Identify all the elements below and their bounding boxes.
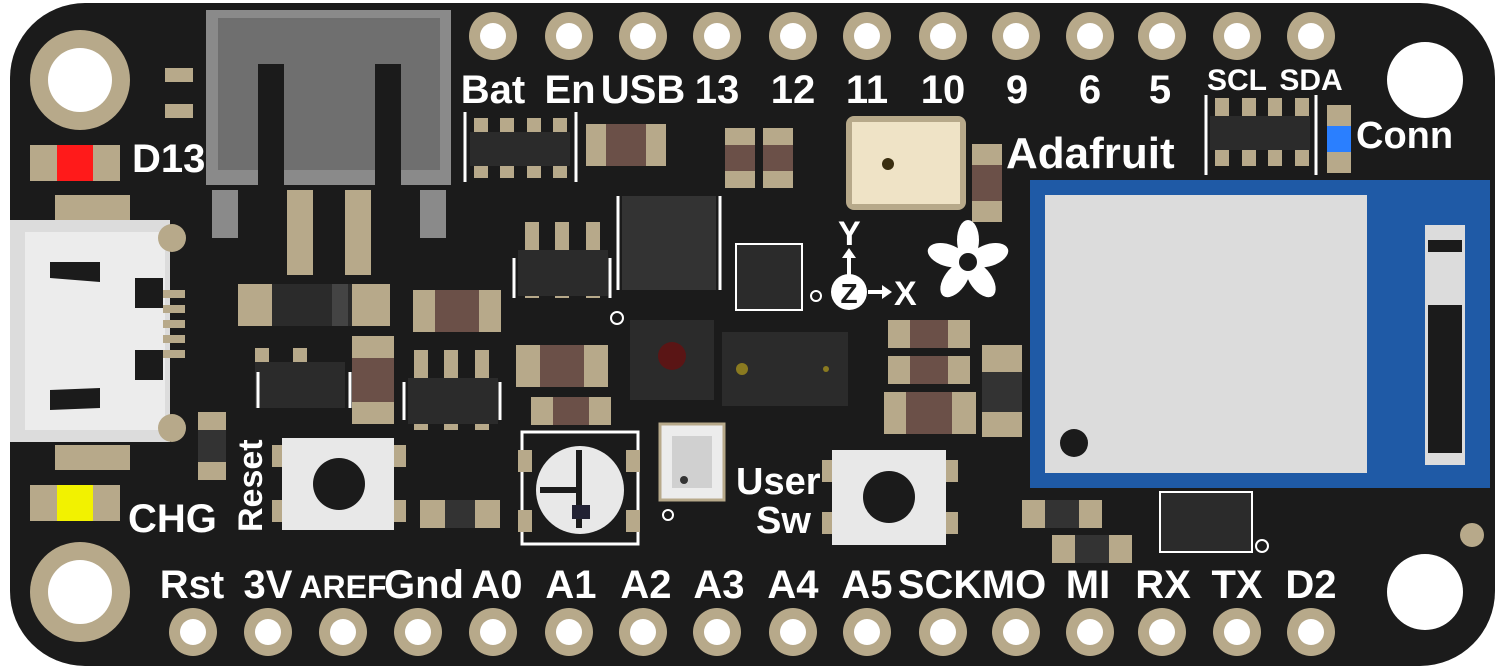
header-pad-bottom-1-hole <box>255 619 281 645</box>
header-pads-bottom <box>169 608 1335 656</box>
header-pad-bottom-6-hole <box>630 619 656 645</box>
axis-z-label: Z <box>840 278 857 309</box>
pin-label-10: 10 <box>921 68 966 112</box>
adafruit-flower-icon <box>927 220 1009 298</box>
header-pad-bottom-10-hole <box>930 619 956 645</box>
pin-label-rst: Rst <box>160 563 224 607</box>
header-pad-bottom-8-hole <box>780 619 806 645</box>
pin-label-sck: SCK <box>898 563 983 607</box>
pin-label-mi: MI <box>1066 563 1110 607</box>
header-pads-top <box>469 12 1335 60</box>
pin-label-d2: D2 <box>1285 563 1336 607</box>
axis-y-label: Y <box>838 215 861 253</box>
ic-chips <box>255 98 1310 553</box>
pin-label-aref: AREF <box>299 569 386 605</box>
label-conn: Conn <box>1356 115 1453 157</box>
axis-z-marker <box>831 274 867 310</box>
pin-label-5: 5 <box>1149 68 1171 112</box>
label-chg: CHG <box>128 497 217 541</box>
header-pad-top-7-hole <box>1003 23 1029 49</box>
header-pad-bottom-0-hole <box>180 619 206 645</box>
pin-label-en: En <box>544 68 595 112</box>
pin-label-a1: A1 <box>545 563 596 607</box>
pin-label-scl: SCL <box>1207 64 1267 97</box>
mounting-holes <box>30 30 1463 642</box>
header-pad-top-5-hole <box>854 23 880 49</box>
header-pad-top-0-hole <box>480 23 506 49</box>
reset-button[interactable] <box>272 438 406 530</box>
jst-battery-connector <box>206 10 451 275</box>
pin-label-bat: Bat <box>461 68 525 112</box>
label-user-sw-line1: User <box>736 461 821 503</box>
led-d13 <box>30 145 120 181</box>
axis-x-label: X <box>894 275 917 313</box>
mounting-hole <box>48 48 112 112</box>
pin-label-a5: A5 <box>841 563 892 607</box>
mounting-hole <box>1387 554 1463 630</box>
microphone-pad <box>846 116 966 210</box>
header-pad-top-11-hole <box>1298 23 1324 49</box>
pin-label-a2: A2 <box>620 563 671 607</box>
header-labels-top: Bat En USB 13 12 11 10 9 6 5 SCL SDA <box>461 64 1343 112</box>
header-pad-bottom-15-hole <box>1298 619 1324 645</box>
pin-label-gnd: Gnd <box>384 563 464 607</box>
header-pad-top-4-hole <box>780 23 806 49</box>
header-pad-bottom-12-hole <box>1077 619 1103 645</box>
light-sensor <box>518 430 640 546</box>
header-pad-top-10-hole <box>1224 23 1250 49</box>
header-pad-top-8-hole <box>1077 23 1103 49</box>
header-pad-bottom-4-hole <box>480 619 506 645</box>
header-pad-bottom-3-hole <box>405 619 431 645</box>
label-d13: D13 <box>132 137 205 181</box>
header-pad-bottom-13-hole <box>1149 619 1175 645</box>
pressure-sensor <box>658 422 726 502</box>
pin-label-a4: A4 <box>767 563 819 607</box>
ble-module <box>1030 180 1490 488</box>
pin-label-mo: MO <box>982 563 1046 607</box>
pin-label-9: 9 <box>1006 68 1028 112</box>
pin-label-sda: SDA <box>1279 64 1342 97</box>
pin-label-rx: RX <box>1135 563 1191 607</box>
header-pad-bottom-9-hole <box>854 619 880 645</box>
micro-usb-connector <box>10 195 186 470</box>
pin-label-12: 12 <box>771 68 816 112</box>
mounting-hole <box>48 560 112 624</box>
silkscreen-outlines <box>256 95 1318 420</box>
header-pad-top-3-hole <box>704 23 730 49</box>
header-pad-bottom-11-hole <box>1003 619 1029 645</box>
led-conn <box>1327 105 1351 173</box>
label-user-sw-line2: Sw <box>756 500 811 542</box>
pin-label-usb: USB <box>601 68 685 112</box>
extra-pad <box>1460 523 1484 547</box>
pin-label-a3: A3 <box>693 563 744 607</box>
brand-label: Adafruit <box>1006 129 1175 178</box>
header-pad-top-6-hole <box>930 23 956 49</box>
pin-label-6: 6 <box>1079 68 1101 112</box>
pin-label-13: 13 <box>695 68 740 112</box>
pin-label-3v: 3V <box>244 563 293 607</box>
passive-components <box>165 68 1132 563</box>
header-pad-bottom-14-hole <box>1224 619 1250 645</box>
header-pad-bottom-7-hole <box>704 619 730 645</box>
mounting-hole <box>1387 42 1463 118</box>
pin-label-tx: TX <box>1211 563 1262 607</box>
header-pad-top-9-hole <box>1149 23 1175 49</box>
header-pad-bottom-2-hole <box>330 619 356 645</box>
header-pad-top-1-hole <box>556 23 582 49</box>
led-chg <box>30 485 120 521</box>
label-reset: Reset <box>232 439 270 532</box>
header-pad-bottom-5-hole <box>556 619 582 645</box>
pin-label-a0: A0 <box>471 563 522 607</box>
axis-indicator: Y Z X <box>831 215 917 313</box>
header-labels-bottom: Rst 3V AREF Gnd A0 A1 A2 A3 A4 A5 SCK MO… <box>160 563 1337 607</box>
pin-label-11: 11 <box>846 68 888 112</box>
header-pad-top-2-hole <box>630 23 656 49</box>
user-switch-button[interactable] <box>822 450 958 545</box>
